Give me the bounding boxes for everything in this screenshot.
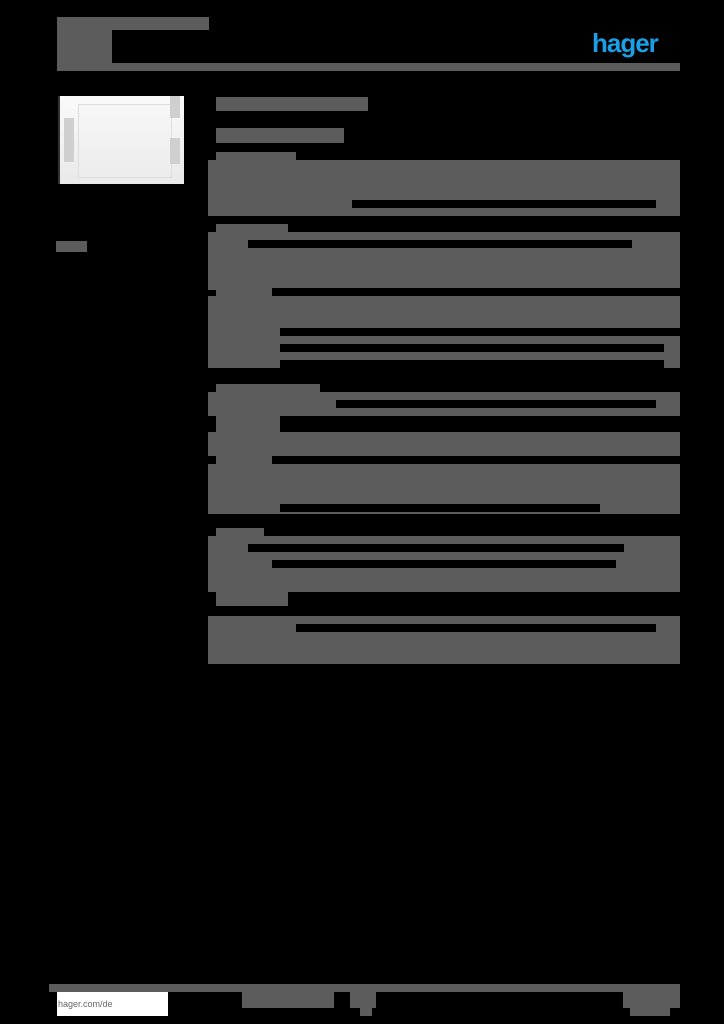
row-separator [280,328,680,336]
spec-table-block [208,432,680,456]
spec-label-redacted [216,416,280,432]
row-separator [248,240,632,248]
footer-center-redacted [350,992,376,1008]
footer-page-redacted [630,1008,670,1016]
row-separator [280,360,664,368]
section-heading-redacted [216,592,288,606]
row-separator [336,400,656,408]
footer-rule [49,984,680,992]
product-photo-tab [170,138,180,164]
document-title-redacted [57,17,209,30]
footer-page-redacted [623,992,680,1008]
footer-website-link[interactable]: hager.com/de [57,992,168,1016]
product-photo-tab [170,96,180,118]
row-separator [280,504,600,512]
section-heading-redacted [216,528,264,538]
footer-center-redacted [360,1008,372,1016]
product-subtitle-redacted [216,128,344,143]
document-subtitle-redacted [57,30,112,63]
section-heading-redacted [216,224,288,234]
hager-logo: hager [592,28,659,58]
footer-center-redacted [242,992,334,1008]
row-separator [248,544,624,552]
row-separator [296,624,656,632]
product-photo-cover [78,104,172,178]
row-separator [272,288,680,296]
spec-label-redacted [216,288,272,296]
spec-label-redacted [216,328,280,368]
product-name-redacted [216,97,368,111]
header-rule [57,63,680,71]
product-photo-tab [64,118,74,162]
product-photo [58,96,184,184]
row-separator [352,200,656,208]
spec-label-redacted [216,456,272,464]
row-separator [272,560,616,568]
side-label-redacted [56,241,87,252]
row-separator [280,344,664,352]
section-heading-redacted [216,384,320,394]
section-heading-redacted [216,152,296,162]
